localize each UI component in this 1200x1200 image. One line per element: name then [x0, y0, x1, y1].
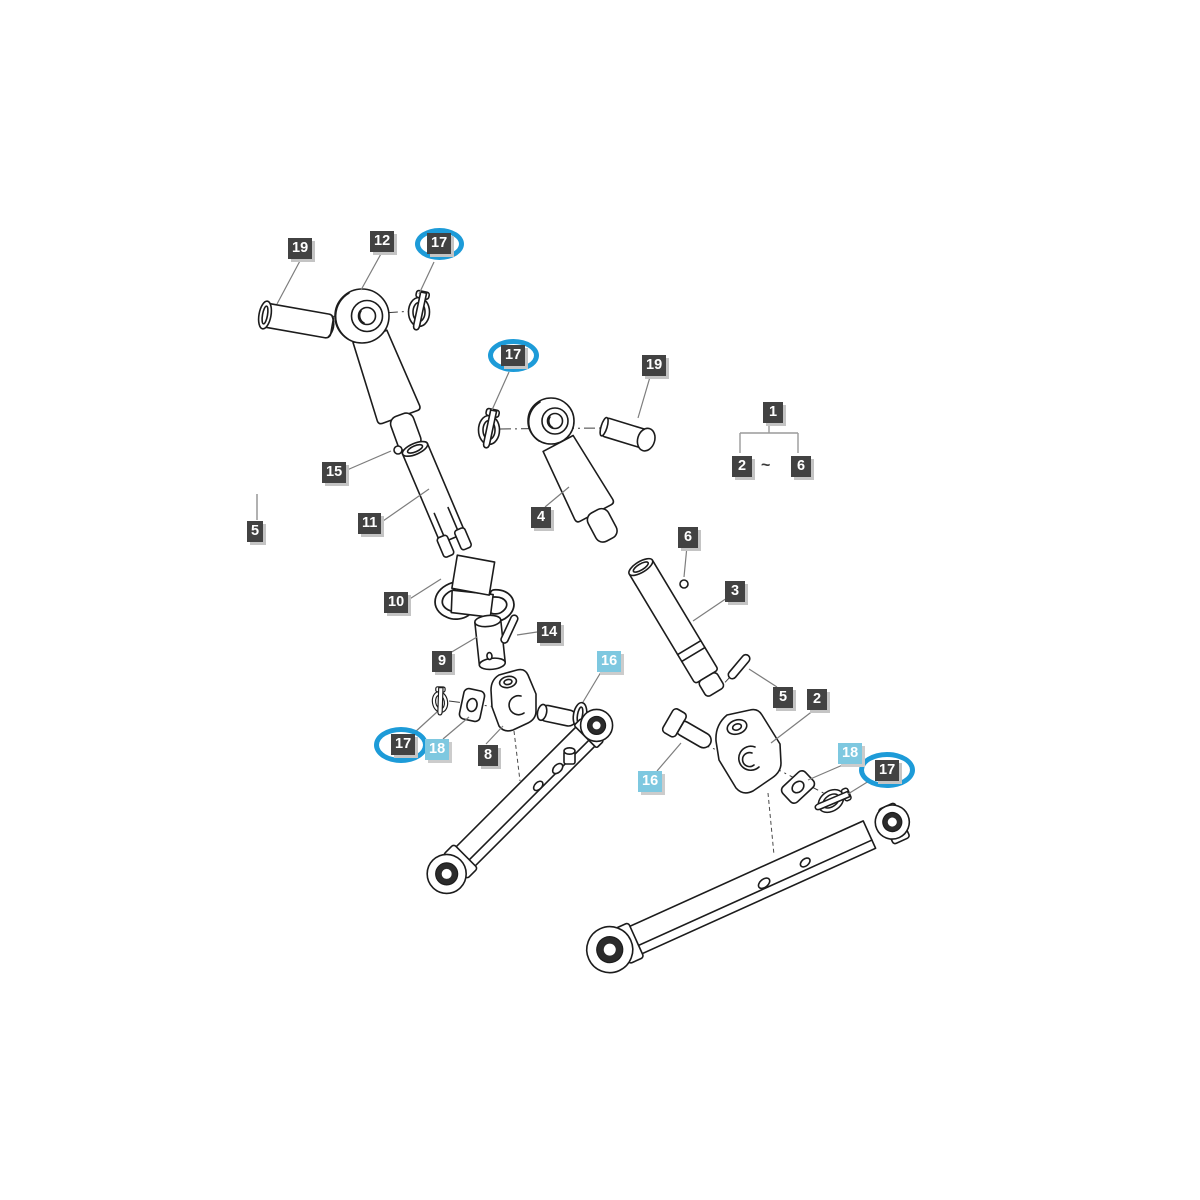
part-label-15: 15 [322, 462, 347, 483]
part-label-16-right: 16 [638, 771, 663, 792]
highlight-ellipse-17-right [859, 752, 915, 788]
part-label-5: 5 [773, 687, 793, 708]
part-label-4: 4 [531, 507, 551, 528]
lower-link-arm-left-drawing [426, 708, 614, 895]
snap-clip-17-mid-drawing [477, 407, 501, 450]
pin-19-mid-drawing [599, 416, 656, 452]
pin-16-right-drawing [661, 708, 712, 749]
leader-lines [256, 251, 870, 795]
part-label-16-left: 16 [597, 651, 622, 672]
legend-label-assembly: 1 [763, 402, 783, 423]
pin-16-left-drawing [536, 703, 578, 727]
pin-5-drawing [727, 653, 751, 680]
part-label-6: 6 [678, 527, 698, 548]
tie-rod-end-12-drawing [334, 288, 422, 452]
part-label-10: 10 [384, 592, 409, 613]
plate-18-right-drawing [778, 767, 818, 807]
turnbuckle-11-drawing [401, 440, 473, 558]
part-label-12: 12 [370, 231, 395, 252]
snap-clip-17-left-drawing [429, 684, 451, 718]
part-label-9: 9 [432, 651, 452, 672]
tie-rod-end-4-drawing [527, 397, 618, 543]
pin-9-drawing [474, 614, 507, 671]
legend-label-range-start: 2 [732, 456, 752, 477]
part-label-19-mid: 19 [642, 355, 667, 376]
pin-19-top-drawing [257, 300, 335, 339]
lift-rod-3-drawing [628, 557, 725, 697]
lower-link-arm-right-drawing [585, 802, 911, 974]
legend-label-range-end: 6 [791, 456, 811, 477]
bushing-left-arm-drawing [563, 746, 576, 765]
assembly-drop-lines [513, 730, 775, 856]
part-label-8: 8 [478, 745, 498, 766]
highlight-ellipse-17-mid [488, 339, 539, 372]
clevis-2-drawing [715, 708, 782, 794]
part-label-3: 3 [725, 581, 745, 602]
snap-clip-17-top-drawing [407, 289, 431, 332]
part-label-2: 2 [807, 689, 827, 710]
part-label-18-right: 18 [838, 743, 863, 764]
part-label-11: 11 [358, 513, 382, 534]
clevis-8-drawing [490, 668, 537, 732]
plate-18-left-drawing [457, 686, 487, 724]
part-label-17-mid: 17 [501, 345, 526, 366]
part-label-14: 14 [537, 622, 562, 643]
snap-clip-17-right-drawing [809, 780, 855, 821]
legend-range-separator: ~ [761, 457, 771, 474]
part-label-5-clipped: 5 [247, 521, 263, 542]
part-label-17-top: 17 [427, 233, 452, 254]
part-label-19-top: 19 [288, 238, 313, 259]
legend-bracket [739, 422, 799, 453]
part-label-17-left: 17 [391, 734, 416, 755]
highlight-ellipse-17-top [415, 228, 464, 260]
cotter-pin-14-drawing [500, 614, 519, 644]
part-label-17-right: 17 [875, 760, 900, 781]
ball-15-drawing [393, 445, 403, 455]
handle-10-drawing [434, 554, 515, 623]
part-label-18-left: 18 [425, 739, 450, 760]
ball-6-drawing [679, 579, 689, 589]
